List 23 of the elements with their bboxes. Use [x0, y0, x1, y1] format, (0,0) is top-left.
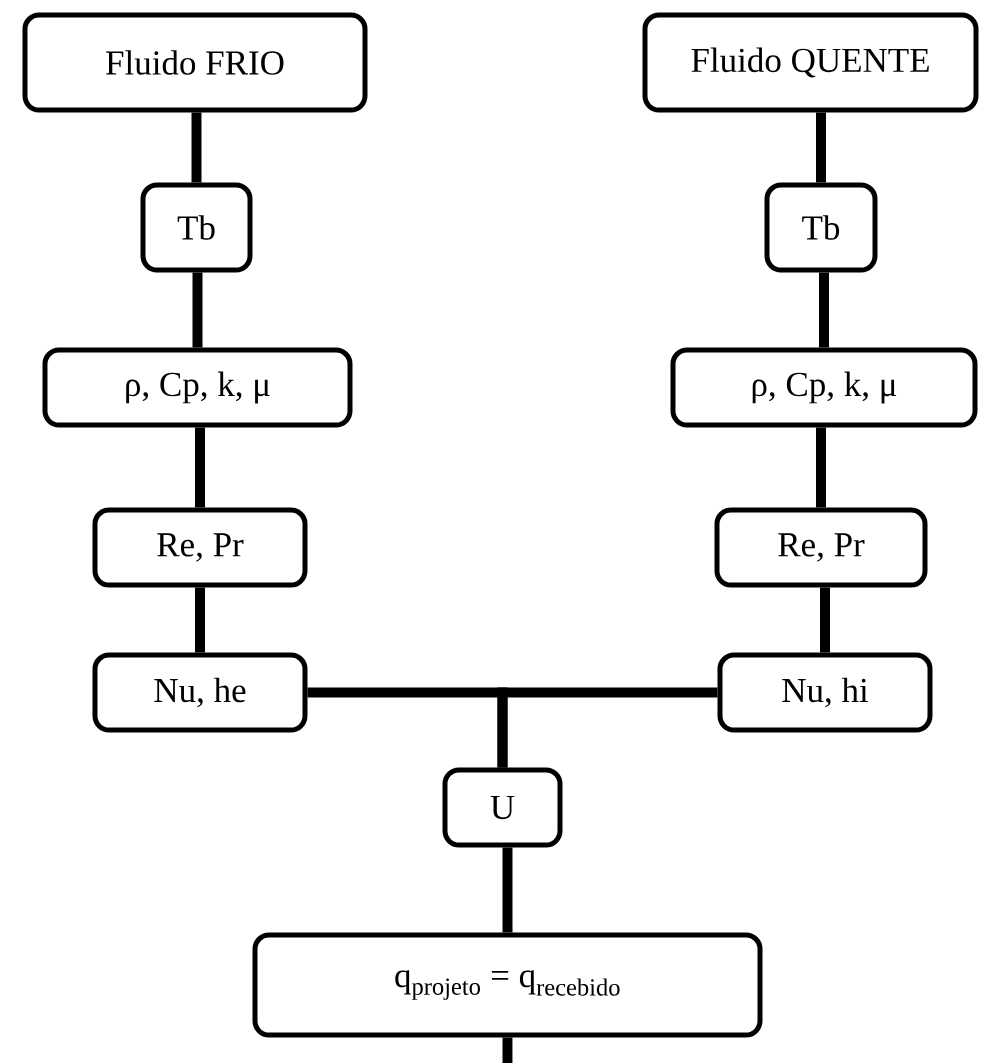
- process-box: Nu, hi: [717, 652, 933, 733]
- connector-line: [820, 587, 830, 653]
- connector-line: [816, 427, 826, 508]
- connector-line: [819, 272, 829, 348]
- process-box: Re, Pr: [92, 507, 308, 588]
- connector-line: [192, 272, 203, 348]
- process-box: q$_{projeto}$ = q$_{recebido}$: [252, 932, 763, 1038]
- process-box: Tb: [140, 182, 253, 273]
- process-box: ρ, Cp, k, μ: [42, 347, 353, 428]
- process-box: ρ, Cp, k, μ: [670, 347, 978, 428]
- process-box: Fluido FRIO: [22, 12, 368, 113]
- connector-line: [497, 687, 718, 768]
- process-box: Tb: [764, 182, 878, 273]
- connector-line: [502, 847, 513, 933]
- process-box: U: [442, 767, 563, 848]
- connector-line: [195, 427, 205, 508]
- process-box: Nu, he: [92, 652, 308, 733]
- process-box: Fluido QUENTE: [642, 12, 979, 113]
- connector-line: [191, 112, 202, 183]
- connector-line: [816, 112, 826, 183]
- process-box: Re, Pr: [714, 507, 928, 588]
- connector-line: [502, 1037, 513, 1063]
- connector-line: [195, 587, 205, 653]
